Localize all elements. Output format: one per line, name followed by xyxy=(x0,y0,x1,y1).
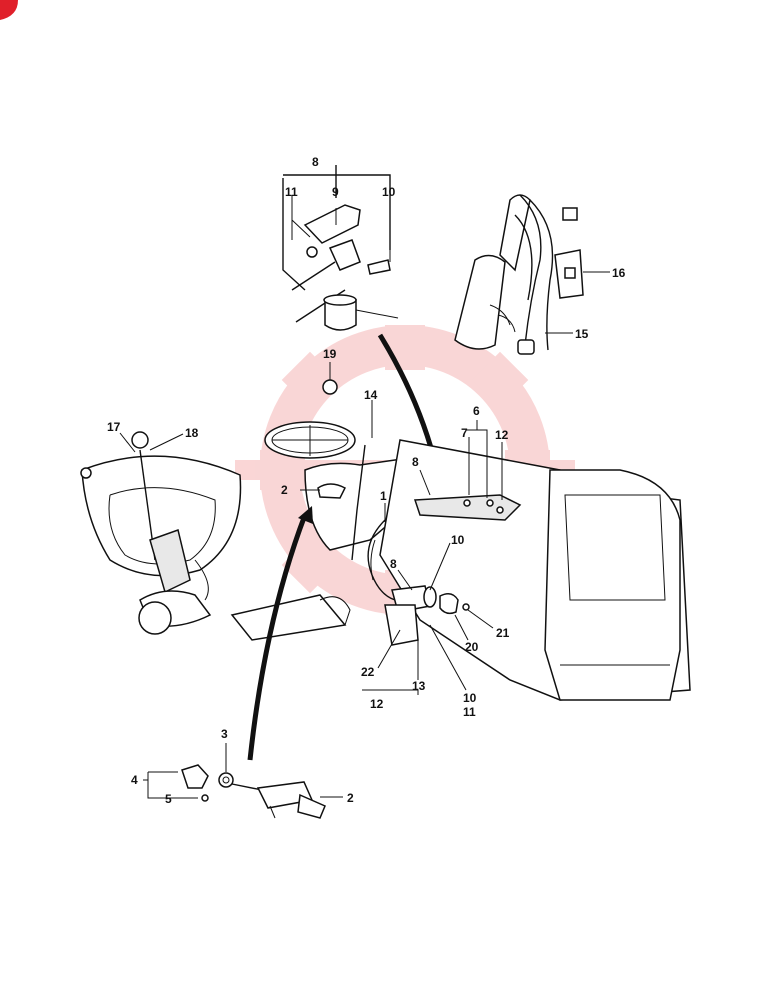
callout-20: 20 xyxy=(465,640,479,654)
callout-2-mid: 2 xyxy=(281,483,288,497)
callout-10-top: 10 xyxy=(382,185,396,199)
lever-assembly-detail xyxy=(282,165,399,331)
callout-14: 14 xyxy=(364,388,378,402)
callout-4: 4 xyxy=(131,773,138,787)
callout-10-low: 10 xyxy=(463,691,477,705)
callout-9: 9 xyxy=(332,185,339,199)
callout-18: 18 xyxy=(185,426,199,440)
callout-13: 13 xyxy=(412,679,426,693)
callout-7: 7 xyxy=(461,426,468,440)
callout-3: 3 xyxy=(221,727,228,741)
fender-seat-detail xyxy=(80,431,242,635)
callout-6: 6 xyxy=(473,404,480,418)
callout-10-mid: 10 xyxy=(451,533,465,547)
column-harness-detail xyxy=(454,194,584,355)
callout-19: 19 xyxy=(323,347,337,361)
callout-8-top: 8 xyxy=(312,155,319,169)
corner-badge xyxy=(0,0,18,20)
callout-11-low: 11 xyxy=(463,705,476,719)
callout-11-top: 11 xyxy=(285,185,298,199)
callout-12-low: 12 xyxy=(370,697,384,711)
leader-lines xyxy=(119,197,610,799)
callout-15: 15 xyxy=(575,327,589,341)
callout-1: 1 xyxy=(380,489,387,503)
callout-8-low: 8 xyxy=(390,557,397,571)
callout-labels: 8 11 9 10 16 15 19 14 17 18 6 7 12 8 2 1… xyxy=(107,155,626,806)
callout-5: 5 xyxy=(165,792,172,806)
callout-17: 17 xyxy=(107,420,121,434)
callout-12-right: 12 xyxy=(495,428,509,442)
callout-8-mid: 8 xyxy=(412,455,419,469)
arrow-switch-to-tractor xyxy=(247,514,308,761)
callout-21: 21 xyxy=(496,626,510,640)
callout-2-bottom: 2 xyxy=(347,791,354,805)
tractor-body xyxy=(230,379,691,701)
switch-detail xyxy=(181,764,326,819)
callout-16: 16 xyxy=(612,266,626,280)
callout-22: 22 xyxy=(361,665,375,679)
